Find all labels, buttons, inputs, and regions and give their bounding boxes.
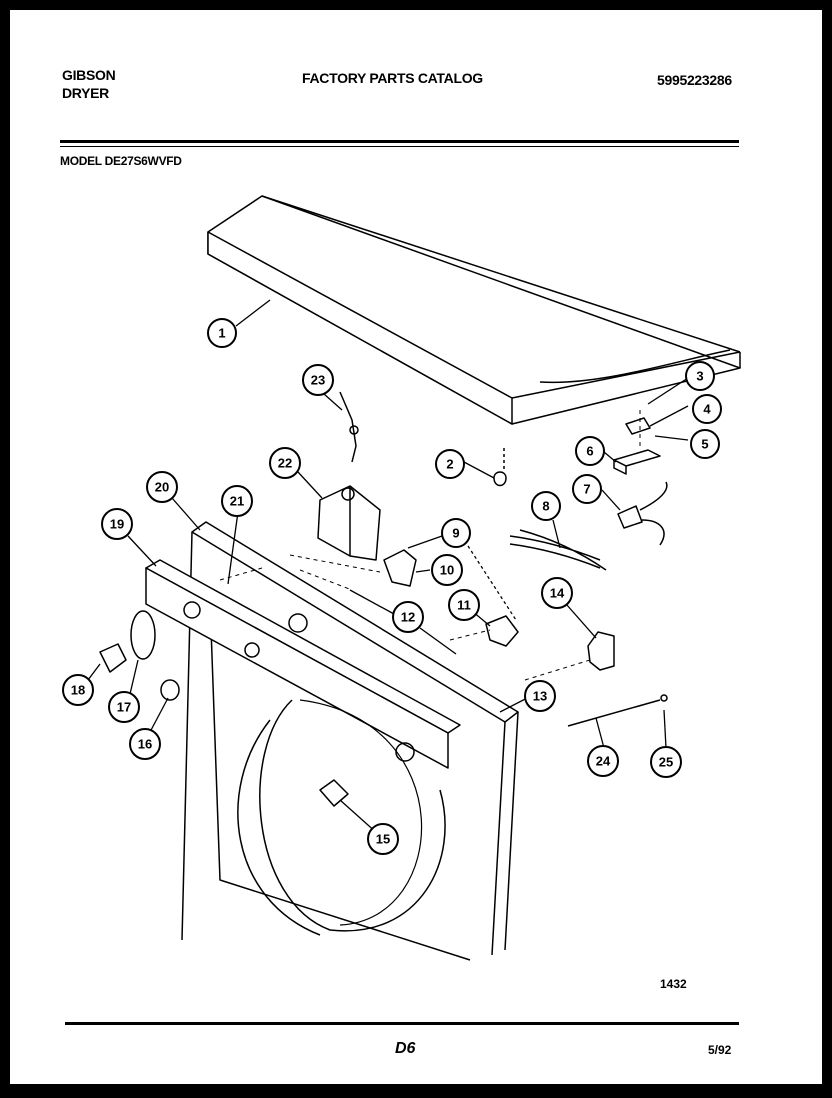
callout-label: 18 xyxy=(71,683,85,698)
callout-24: 24 xyxy=(587,745,619,777)
callout-13: 13 xyxy=(524,680,556,712)
callout-4: 4 xyxy=(692,394,722,424)
scan-border-left xyxy=(0,0,10,1098)
top-panel xyxy=(207,195,741,425)
callout-1: 1 xyxy=(207,318,237,348)
callout-label: 13 xyxy=(533,689,547,704)
callout-label: 11 xyxy=(457,598,471,613)
callout-12: 12 xyxy=(392,601,424,633)
callout-label: 5 xyxy=(701,437,708,452)
callout-11: 11 xyxy=(448,589,480,621)
callout-2: 2 xyxy=(435,449,465,479)
callout-14: 14 xyxy=(541,577,573,609)
header-rule-thin xyxy=(60,146,739,147)
model-number: MODEL DE27S6WVFD xyxy=(60,154,182,168)
callout-label: 10 xyxy=(440,563,454,578)
scan-border-bottom xyxy=(0,1084,832,1098)
callout-16: 16 xyxy=(129,728,161,760)
callout-label: 3 xyxy=(696,369,703,384)
callout-21: 21 xyxy=(221,485,253,517)
callout-19: 19 xyxy=(101,508,133,540)
callout-15: 15 xyxy=(367,823,399,855)
callout-22: 22 xyxy=(269,447,301,479)
callout-label: 16 xyxy=(138,737,152,752)
scan-border-right xyxy=(822,0,832,1098)
callout-20: 20 xyxy=(146,471,178,503)
callout-label: 19 xyxy=(110,517,124,532)
brand-name: GIBSON xyxy=(62,67,116,83)
page-code: D6 xyxy=(395,1040,416,1057)
callout-label: 25 xyxy=(659,755,673,770)
callout-label: 12 xyxy=(401,610,415,625)
callout-23: 23 xyxy=(302,364,334,396)
front-panel xyxy=(181,521,519,961)
callout-label: 22 xyxy=(278,456,292,471)
callout-label: 4 xyxy=(703,402,711,417)
callout-label: 2 xyxy=(446,457,453,472)
drawing-number: 1432 xyxy=(660,977,687,991)
callout-label: 21 xyxy=(230,494,244,509)
scan-border-top xyxy=(0,0,832,10)
callout-9: 9 xyxy=(441,518,471,548)
callout-25: 25 xyxy=(650,746,682,778)
callout-label: 17 xyxy=(117,700,131,715)
callout-label: 14 xyxy=(550,586,565,601)
callout-label: 24 xyxy=(596,754,611,769)
callout-8: 8 xyxy=(531,491,561,521)
footer-rule xyxy=(65,1022,739,1025)
callout-10: 10 xyxy=(431,554,463,586)
control-panel xyxy=(145,559,461,769)
product-type: DRYER xyxy=(62,85,109,101)
callout-label: 15 xyxy=(376,832,390,847)
callout-label: 1 xyxy=(218,326,225,341)
callout-label: 6 xyxy=(586,444,593,459)
callout-5: 5 xyxy=(690,429,720,459)
revision-date: 5/92 xyxy=(708,1043,732,1057)
catalog-title: FACTORY PARTS CATALOG xyxy=(302,70,483,86)
timer xyxy=(317,485,381,561)
callout-17: 17 xyxy=(108,691,140,723)
header-rule xyxy=(60,140,739,143)
callout-label: 20 xyxy=(155,480,169,495)
catalog-part-number: 5995223286 xyxy=(657,72,732,88)
callout-label: 8 xyxy=(542,499,549,514)
callout-label: 23 xyxy=(311,373,325,388)
callout-6: 6 xyxy=(575,436,605,466)
callout-3: 3 xyxy=(685,361,715,391)
callout-7: 7 xyxy=(572,474,602,504)
callout-label: 9 xyxy=(452,526,459,541)
callout-label: 7 xyxy=(583,482,590,497)
callout-18: 18 xyxy=(62,674,94,706)
